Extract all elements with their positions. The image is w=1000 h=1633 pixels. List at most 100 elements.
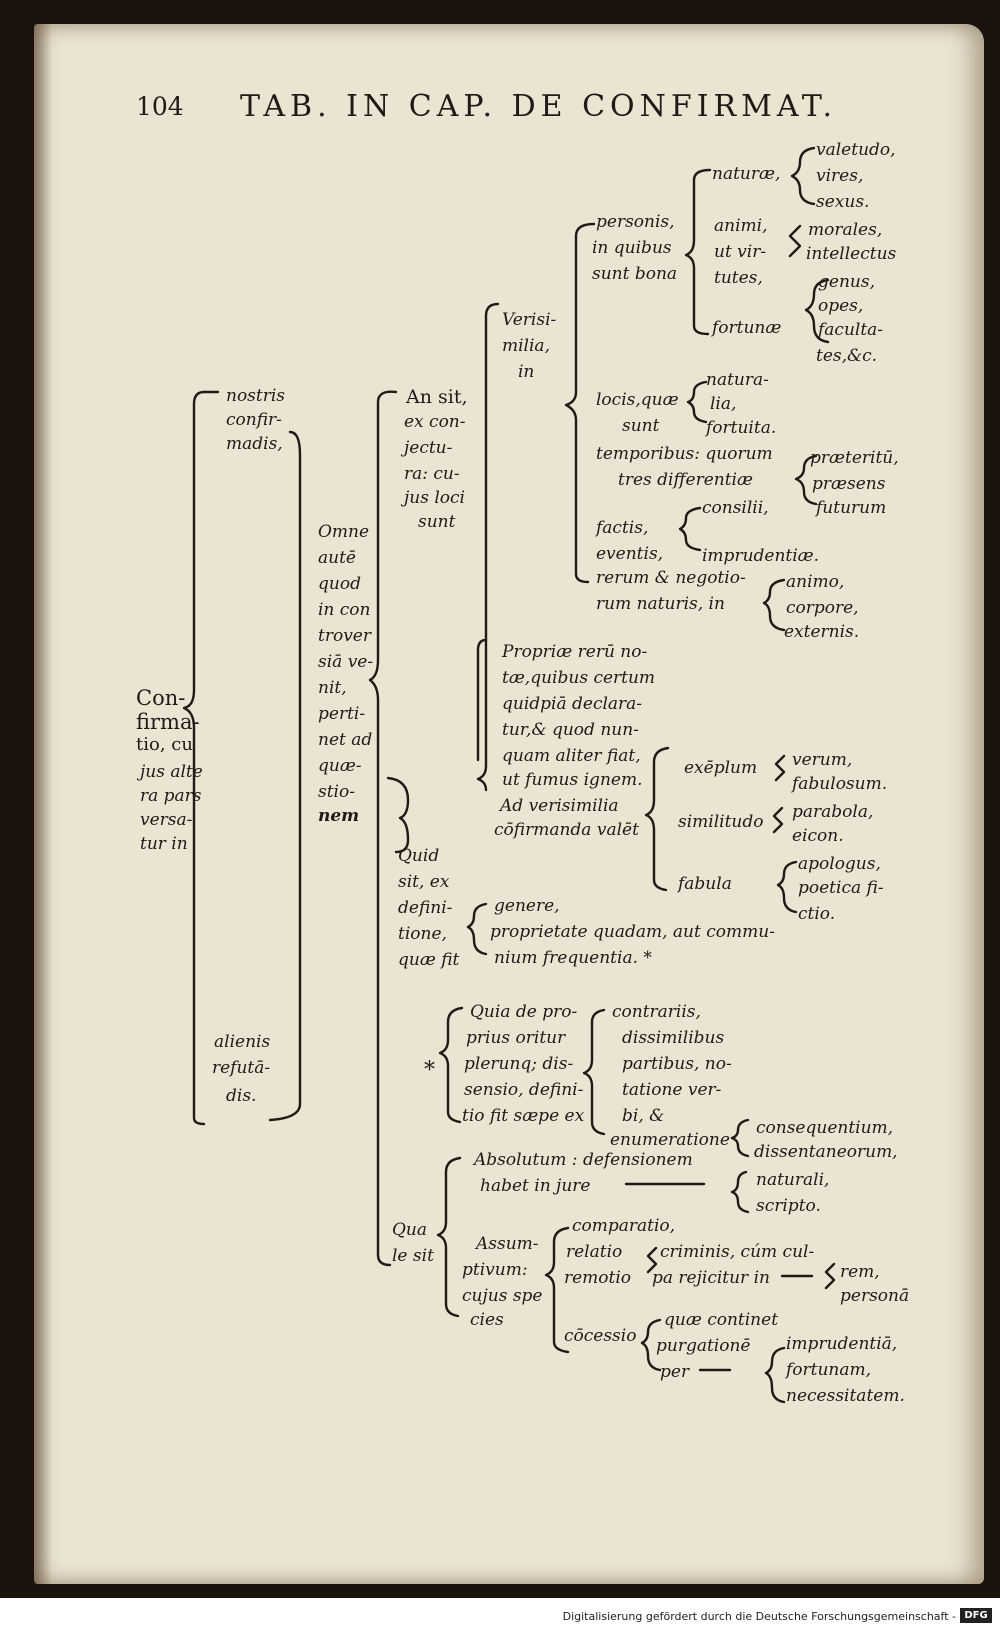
brace-rerum	[762, 578, 786, 632]
bracket-lines	[182, 146, 836, 1404]
brace-personis	[684, 168, 712, 336]
fortunae-item: faculta-	[818, 320, 884, 340]
locis-item: lia,	[710, 394, 737, 414]
propriae-line: quidpiā declara-	[502, 694, 643, 714]
rerum-item: corpore,	[786, 598, 859, 618]
quid-sit-item: proprietate quadam, aut commu-	[490, 922, 775, 942]
exemplum-label: exēplum	[684, 758, 758, 778]
animi-line: tutes,	[714, 268, 763, 288]
absolutum-line: habet in jure	[480, 1176, 591, 1196]
running-head: TAB. IN CAP. DE CONFIRMAT.	[240, 89, 838, 124]
quid-sit-line: tione,	[398, 924, 447, 944]
brace-quid-sit	[386, 776, 410, 854]
locis-line: sunt	[622, 416, 660, 436]
page-number: 104	[136, 92, 184, 121]
quia-item: bi, &	[622, 1106, 665, 1126]
concessio-line: per	[660, 1362, 690, 1382]
omne-line: nit,	[318, 678, 347, 698]
omne-line: net ad	[318, 730, 373, 750]
brace-enumeratione	[730, 1118, 750, 1158]
fabula-item: ctio.	[798, 904, 836, 924]
omne-line: trover	[318, 626, 371, 646]
criminis-item: rem,	[840, 1262, 880, 1282]
quia-item: tatione ver-	[622, 1080, 722, 1100]
rerum-line: rum naturis, in	[596, 594, 725, 614]
quia-item: dissimilibus	[622, 1028, 725, 1048]
assumptivum-line: cujus spe	[462, 1286, 543, 1306]
brace-concessio	[640, 1318, 662, 1372]
rerum-line: rerum & negotio-	[596, 568, 746, 588]
purgatio-item: imprudentiā,	[786, 1334, 898, 1354]
root-line: tio, cu	[136, 734, 193, 755]
factis-line: eventis,	[596, 544, 664, 564]
alienis-line: refutā-	[212, 1058, 271, 1078]
brace-criminis	[646, 1246, 658, 1274]
brace-absolutum-items	[730, 1170, 750, 1214]
quia-line: plerunq; dis-	[464, 1054, 574, 1074]
comparatio-item: remotio	[564, 1268, 632, 1288]
animi-item: morales,	[808, 220, 883, 240]
quia-line: prius oritur	[466, 1028, 566, 1048]
enumeratione-item: consequentium,	[756, 1118, 894, 1138]
quid-sit-line: Quid	[398, 846, 440, 866]
page-gutter-shadow	[34, 24, 52, 1584]
nostris-line: madis,	[226, 434, 283, 454]
brace-factis	[678, 506, 702, 552]
brace-temporibus	[794, 454, 818, 506]
brace-locis	[686, 380, 708, 424]
brace-exemplum	[774, 754, 786, 782]
an-sit-line: sunt	[418, 512, 456, 532]
comparatio-item: relatio	[566, 1242, 623, 1262]
natura-item: valetudo,	[816, 140, 896, 160]
brace-fortunae	[804, 278, 830, 344]
rerum-item: externis.	[784, 622, 860, 642]
brace-quale	[436, 1156, 462, 1318]
brace-criminis-items	[824, 1262, 836, 1290]
concessio-line: quæ continet	[664, 1310, 779, 1330]
quia-item: contrariis,	[612, 1002, 701, 1022]
assumptivum-line: Assum-	[476, 1234, 539, 1254]
absolutum-line: Absolutum : defensionem	[474, 1150, 693, 1170]
similitudo-label: similitudo	[678, 812, 764, 832]
propriae-line: tæ,quibus certum	[502, 668, 656, 688]
root-line: Con-	[136, 686, 186, 710]
locis-item: natura-	[706, 370, 769, 390]
an-sit-line: jectu-	[404, 438, 453, 458]
verisimilia-line: milia,	[502, 336, 550, 356]
factis-item: consilii,	[702, 498, 769, 518]
locis-item: fortuita.	[706, 418, 777, 438]
verisimilia-line: Verisi-	[502, 310, 557, 330]
brace-fabula	[776, 860, 798, 914]
natura-item: vires,	[816, 166, 864, 186]
locis-line: locis,quæ	[596, 390, 679, 410]
natura-label: naturæ,	[712, 164, 781, 184]
brace-similitudo	[772, 806, 784, 834]
paper-page	[34, 24, 984, 1584]
quia-item: enumeratione	[610, 1130, 730, 1150]
quale-sit-line: le sit	[392, 1246, 434, 1266]
brace-assumptivum	[544, 1226, 570, 1354]
root-line: firma-	[136, 710, 200, 734]
ad-verisimilia-line: Ad verisimilia	[500, 796, 619, 816]
quale-sit-line: Qua	[392, 1220, 428, 1240]
animi-item: intellectus	[806, 244, 897, 264]
scanned-book-page: 104 TAB. IN CAP. DE CONFIRMAT. Con- firm…	[0, 0, 1000, 1598]
similitudo-item: eicon.	[792, 826, 844, 846]
brace-purgatio	[764, 1346, 786, 1404]
quia-line: tio fit sæpe ex	[462, 1106, 585, 1126]
quia-line: sensio, defini-	[464, 1080, 584, 1100]
exemplum-item: fabulosum.	[792, 774, 888, 794]
enumeratione-item: dissentaneorum,	[754, 1142, 898, 1162]
brace-quid-sit-items	[466, 902, 488, 956]
brace-omne	[368, 390, 398, 1267]
star-marker: *	[424, 1058, 435, 1083]
personis-line: personis,	[596, 212, 675, 232]
quid-sit-line: sit, ex	[398, 872, 450, 892]
omne-line: siā ve-	[318, 652, 374, 672]
concessio-line: purgationē	[656, 1336, 751, 1356]
quia-line: Quia de pro-	[470, 1002, 578, 1022]
omne-line: nem	[318, 806, 360, 826]
omne-line: autē	[318, 548, 356, 568]
alienis-line: dis.	[226, 1086, 257, 1106]
brace-ad-verisimilia	[644, 746, 670, 892]
